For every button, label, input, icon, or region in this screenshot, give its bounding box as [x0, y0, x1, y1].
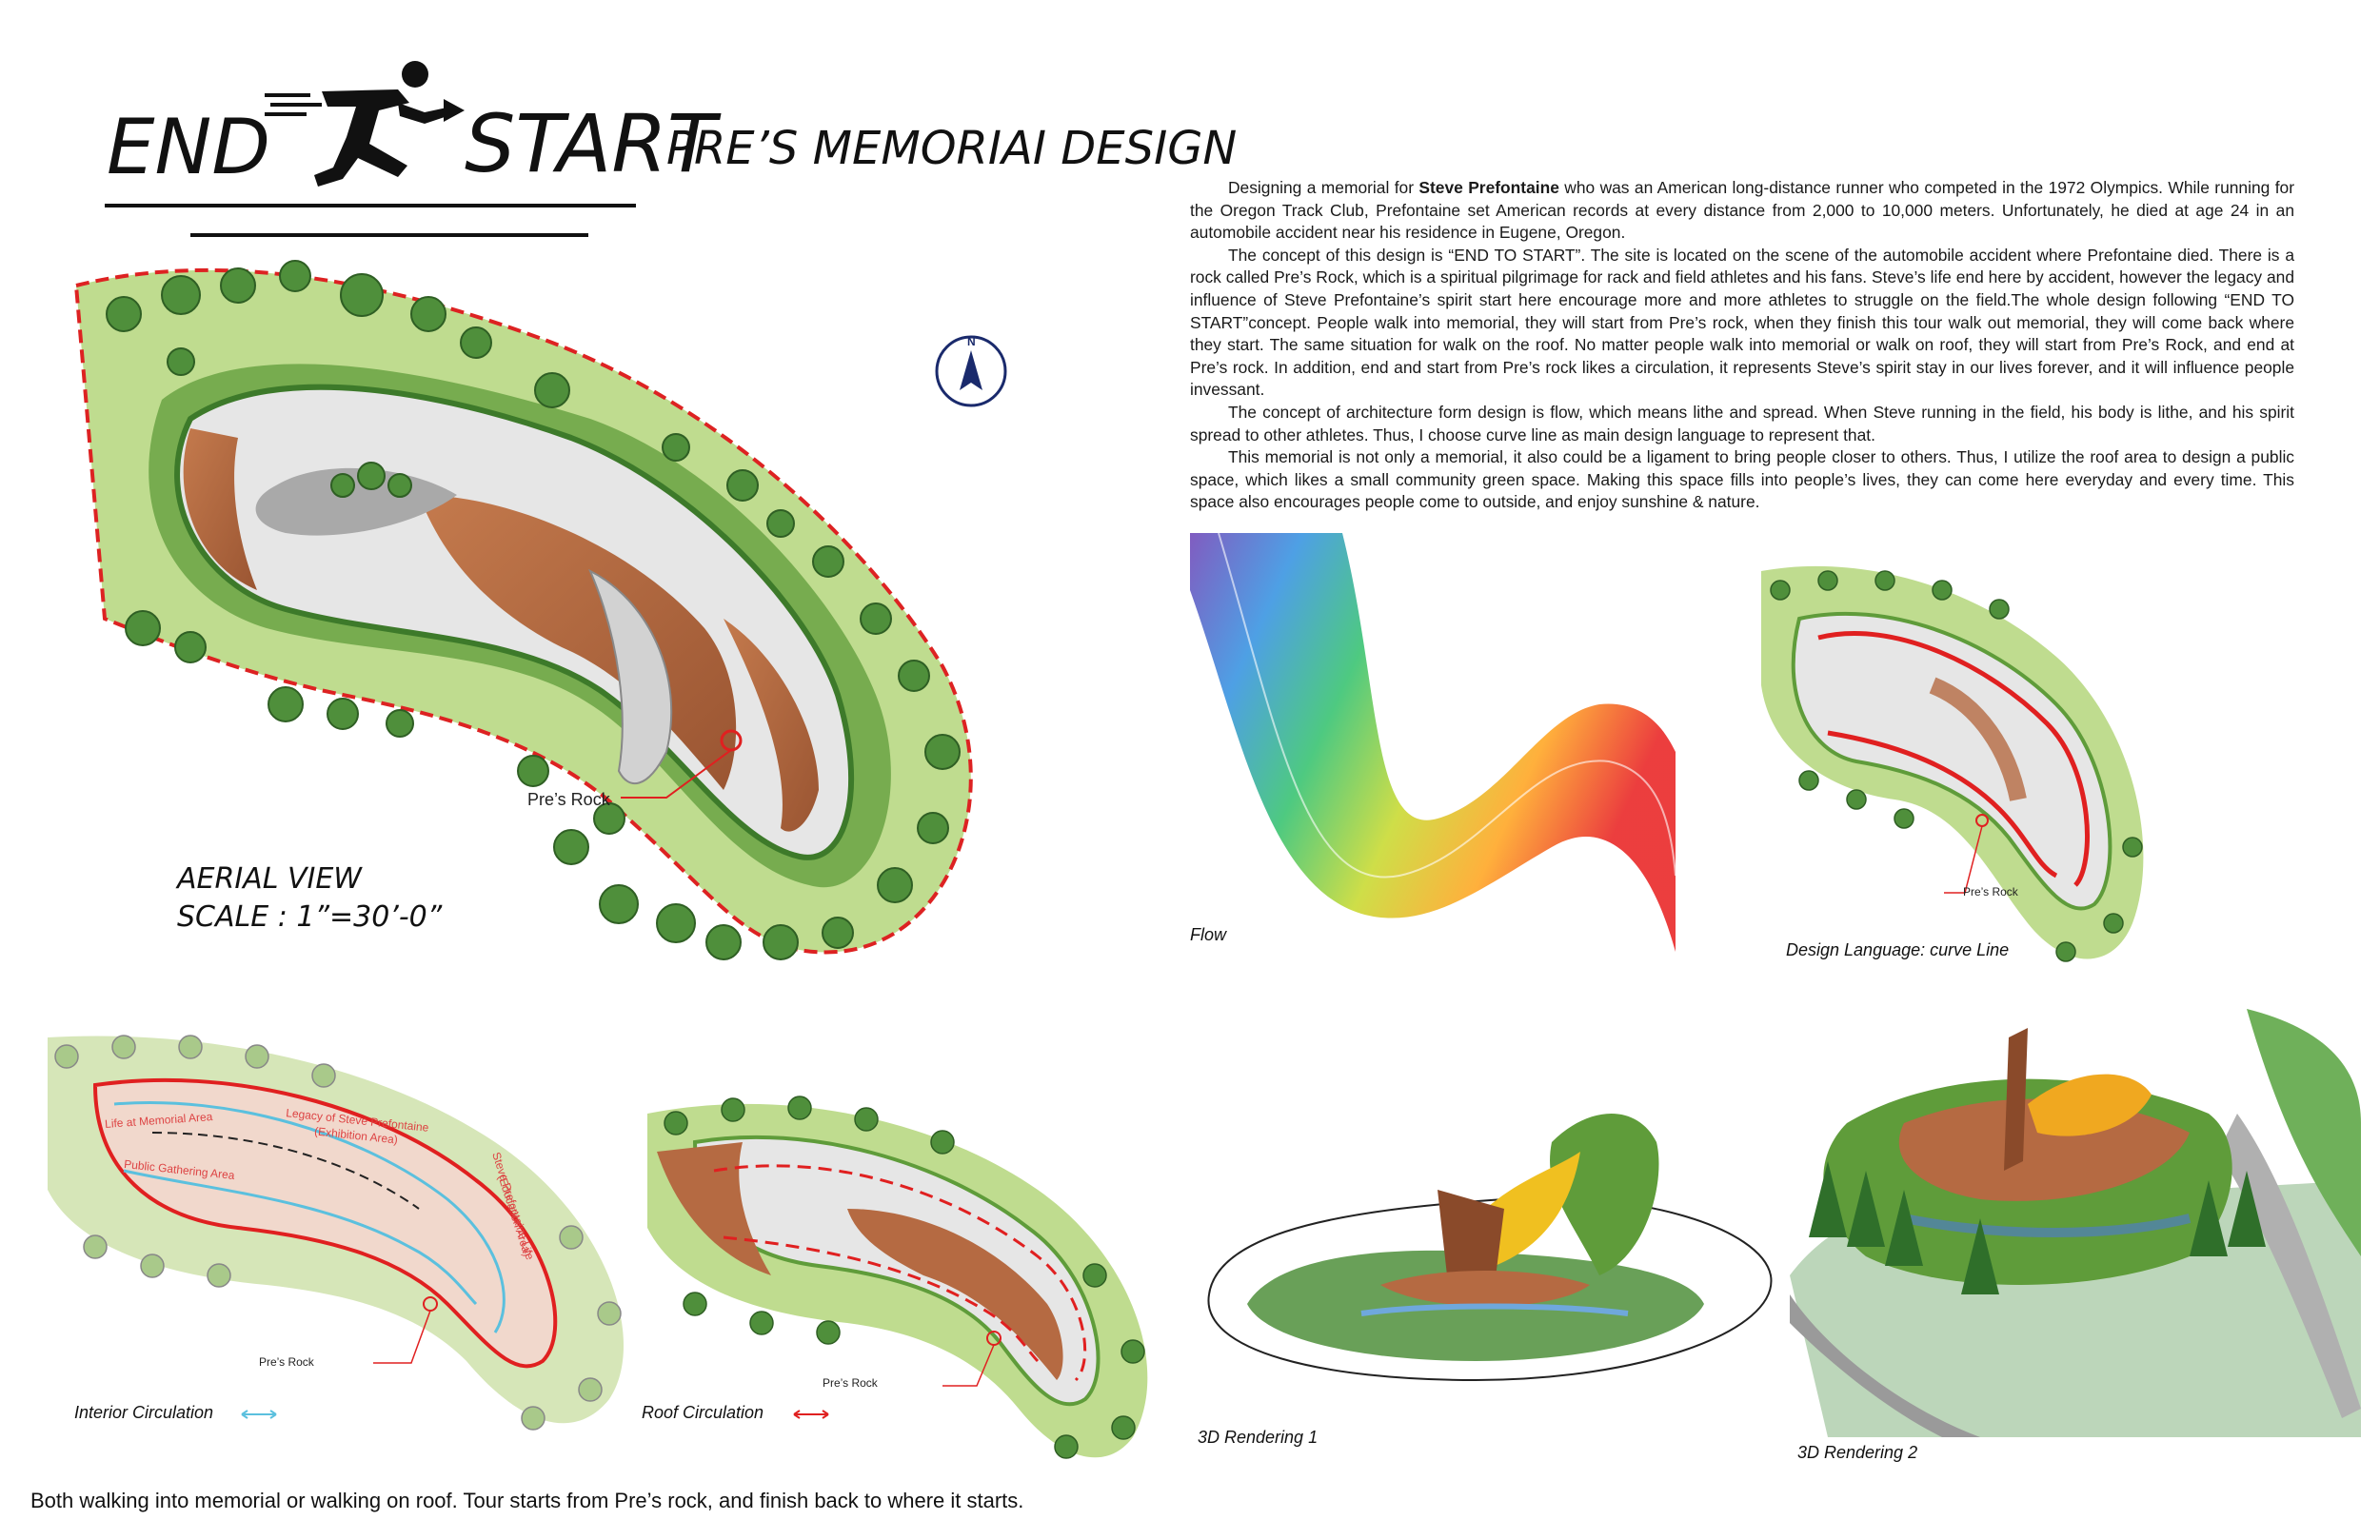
flow-artwork [1190, 532, 1676, 952]
curve-rock-label: Pre’s Rock [1963, 885, 2018, 898]
tree-icon [106, 260, 961, 960]
description-paragraph-1: Designing a memorial for Steve Prefontai… [1190, 177, 2294, 245]
north-label: N [967, 335, 976, 348]
curve-caption: Design Language: curve Line [1786, 940, 2010, 959]
wood-deck-center [419, 495, 737, 790]
rendering-2 [1790, 1009, 2361, 1437]
roof-legend-arrow [793, 1410, 829, 1419]
render2-caption: 3D Rendering 2 [1797, 1443, 1918, 1462]
aerial-caption-title: AERIAL VIEW [177, 862, 362, 896]
title-rule-1 [105, 204, 636, 207]
interior-circulation-plan [48, 1035, 624, 1431]
roof-rock-label: Pre’s Rock [823, 1376, 878, 1390]
footer-note: Both walking into memorial or walking on… [30, 1489, 1024, 1512]
render1-caption: 3D Rendering 1 [1198, 1428, 1319, 1447]
title-rule-2 [190, 233, 588, 237]
running-man-icon [265, 61, 465, 187]
description-intro: Designing a memorial for [1228, 178, 1419, 197]
flow-caption: Flow [1190, 925, 1227, 944]
wood-deck-west [183, 428, 257, 590]
roof-circulation-plan [647, 1096, 1148, 1459]
interior-rock-label: Pre’s Rock [259, 1355, 314, 1369]
rendering-1 [1207, 1114, 1773, 1382]
aerial-caption-scale: SCALE : 1”=30’-0” [177, 900, 443, 934]
pres-rock-leader [621, 749, 732, 799]
description: Designing a memorial for Steve Prefontai… [1190, 177, 2294, 514]
interior-caption: Interior Circulation [74, 1403, 214, 1422]
north-arrow-icon [935, 335, 1007, 407]
title-subtitle: PRE’S MEMORIAI DESIGN [666, 122, 1238, 175]
title-end: END [107, 103, 270, 191]
roof-caption: Roof Circulation [642, 1403, 764, 1422]
description-paragraph-3: The concept of architecture form design … [1190, 402, 2294, 444]
curve-line-plan [1761, 565, 2144, 962]
interior-legend-arrow [241, 1410, 277, 1419]
title-start: START [465, 97, 717, 190]
description-paragraph-4: This memorial is not only a memorial, it… [1190, 447, 2294, 512]
description-name: Steve Prefontaine [1418, 178, 1559, 197]
aerial-site-plan [73, 260, 973, 960]
wood-deck-east [724, 619, 819, 832]
aerial-rock-label: Pre’s Rock [527, 790, 610, 809]
description-p1-rest: who was an American long-distance runner… [1190, 178, 2294, 243]
description-paragraph-2: The concept of this design is “END TO ST… [1190, 245, 2294, 400]
roof-curve [588, 568, 673, 785]
